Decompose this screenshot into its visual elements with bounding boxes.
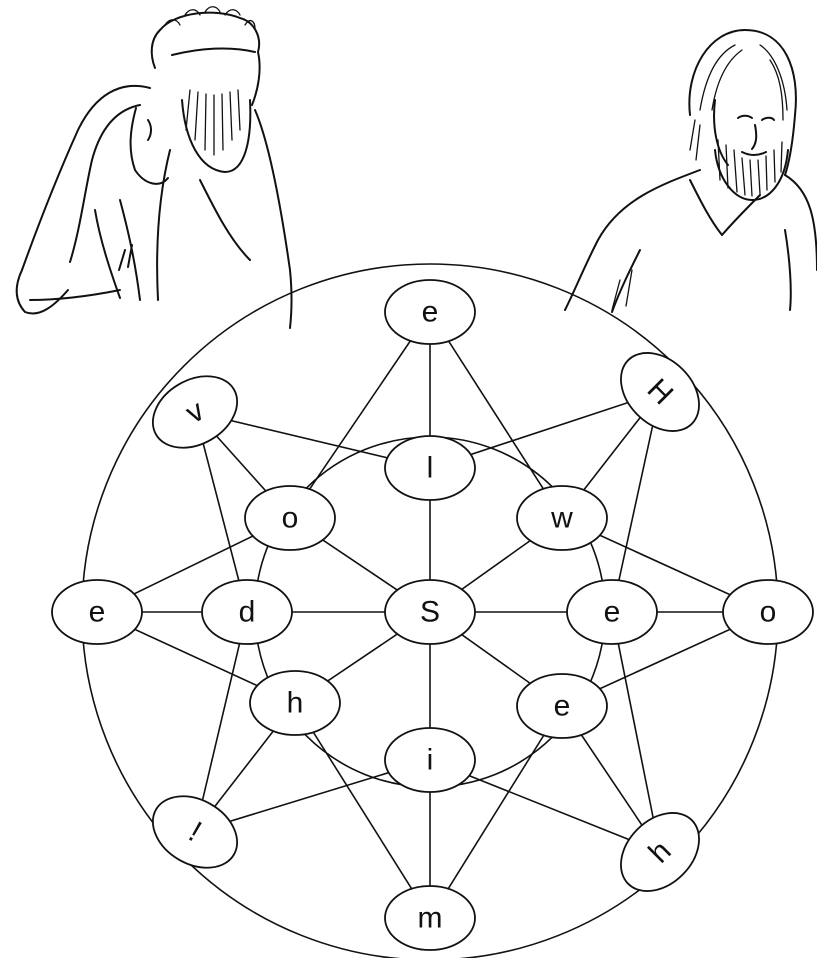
letter-node-n_ii: i — [385, 728, 475, 792]
letter-node-n_io: o — [245, 486, 335, 550]
letter-node-n_tr: H — [606, 338, 715, 447]
letter-node-n_iw: w — [517, 486, 607, 550]
node-letter: l — [427, 452, 434, 485]
letter-node-n_ie: e — [567, 580, 657, 644]
bearded-man-sketch — [565, 30, 817, 312]
node-letter: e — [422, 296, 439, 329]
node-letter: i — [427, 744, 434, 777]
node-letter: o — [282, 502, 299, 535]
letter-node-n_il: l — [385, 436, 475, 500]
node-letter: d — [239, 596, 256, 629]
letter-node-n_top: e — [385, 280, 475, 344]
letter-node-n_bot: m — [385, 886, 475, 950]
node-letter: e — [604, 596, 621, 629]
letter-node-n_ih: h — [250, 671, 340, 735]
letter-node-n_r: o — [723, 580, 813, 644]
letter-node-n_bl: ! — [140, 782, 250, 882]
node-letter: h — [287, 687, 304, 720]
node-letter: w — [550, 502, 573, 535]
node-letter: S — [420, 596, 440, 629]
letter-node-n_c: S — [385, 580, 475, 644]
letter-node-n_ie2: e — [517, 674, 607, 738]
letter-node-n_tl: v — [140, 362, 250, 462]
node-letter: m — [418, 902, 443, 935]
node-letter: e — [554, 690, 571, 723]
letter-node-n_br: h — [606, 798, 715, 907]
two-figures-embracing-sketch — [17, 7, 292, 328]
node-letter: o — [760, 596, 777, 629]
letter-node-n_id: d — [202, 580, 292, 644]
node-letter: e — [89, 596, 106, 629]
letter-node-n_l: e — [52, 580, 142, 644]
